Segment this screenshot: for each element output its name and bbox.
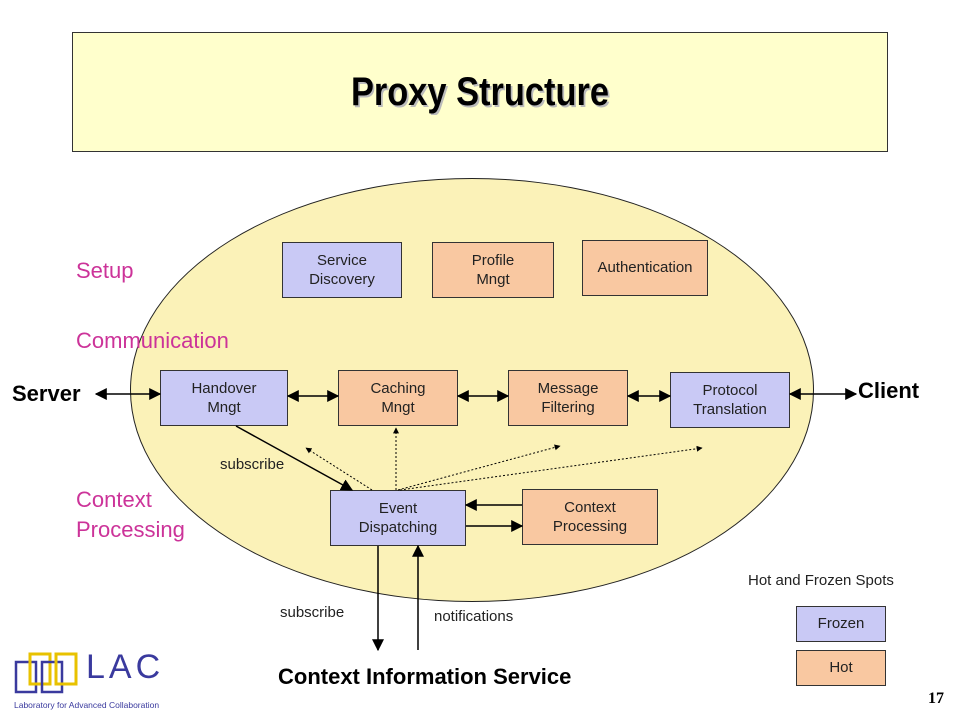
context-processing-box: Context Processing (522, 489, 658, 545)
title-banner (72, 32, 888, 152)
notifications-label: notifications (434, 608, 514, 625)
client-label: Client (858, 378, 920, 403)
authentication-box: Authentication (582, 240, 708, 296)
dotted-to-handover (305, 447, 373, 491)
handover-mngt-box: Handover Mngt (160, 370, 288, 426)
service-discovery-box: Service Discovery (282, 242, 402, 298)
dotted-to-protocol (399, 445, 703, 491)
arrow-handover-subscribe (235, 425, 354, 491)
dotted-to-filtering (397, 444, 561, 491)
caching-mngt-box: Caching Mngt (338, 370, 458, 426)
legend-frozen: Frozen (796, 606, 886, 642)
event-dispatching-box: Event Dispatching (330, 490, 466, 546)
subscribe-label-lower: subscribe (280, 604, 345, 621)
lac-logo-text: LAC (86, 648, 165, 686)
context-information-service-label: Context Information Service (278, 664, 572, 689)
legend-title: Hot and Frozen Spots (748, 572, 894, 589)
page-number: 17 (928, 690, 944, 707)
legend-hot: Hot (796, 650, 886, 686)
section-context-processing: Context Processing (76, 487, 185, 542)
page-title: Proxy Structure (350, 70, 610, 114)
lac-logo-subtitle: Laboratory for Advanced Collaboration (14, 700, 160, 710)
lac-logo-mark (14, 652, 78, 694)
section-communication: Communication (76, 328, 229, 353)
server-label: Server (12, 381, 81, 406)
subscribe-label-upper: subscribe (220, 456, 285, 473)
lac-logo: LAC Laboratory for Advanced Collaboratio… (12, 648, 162, 714)
message-filtering-box: Message Filtering (508, 370, 628, 426)
section-setup: Setup (76, 258, 134, 283)
protocol-translation-box: Protocol Translation (670, 372, 790, 428)
profile-mngt-box: Profile Mngt (432, 242, 554, 298)
